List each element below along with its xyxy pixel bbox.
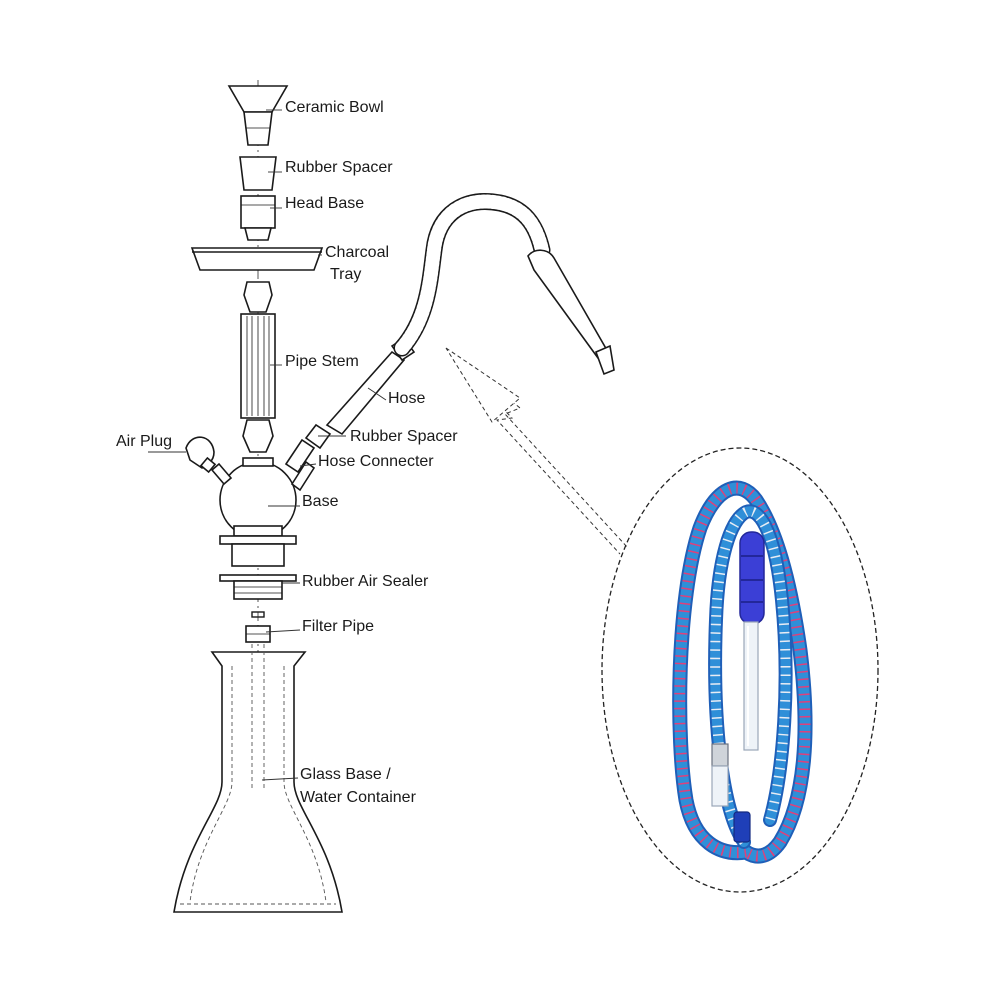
label-water-container: Water Container: [300, 789, 417, 806]
charcoal-tray-part: [190, 247, 324, 271]
label-tray: Tray: [330, 266, 361, 283]
callout-arrow: [445, 347, 629, 555]
filter-washer: [251, 611, 265, 618]
label-charcoal: Charcoal: [325, 244, 389, 261]
hose-port: [290, 460, 316, 492]
label-rubber-spacer-top: Rubber Spacer: [285, 159, 393, 176]
callout-ellipse: [601, 447, 879, 893]
hose-line-part: [325, 193, 615, 436]
label-hose: Hose: [388, 390, 425, 407]
air-plug-port: [210, 462, 233, 486]
label-rubber-spacer-side: Rubber Spacer: [350, 428, 458, 445]
head-base-part: [240, 195, 276, 241]
rubber-air-sealer-part: [219, 574, 297, 600]
label-base: Base: [302, 493, 339, 510]
label-air-plug: Air Plug: [116, 433, 172, 450]
label-hose-connecter: Hose Connecter: [318, 453, 434, 470]
pipe-stem-part: [240, 313, 276, 419]
label-ceramic-bowl: Ceramic Bowl: [285, 99, 384, 116]
base-part: [219, 457, 297, 567]
leader-lines: [148, 109, 387, 781]
label-rubber-air-sealer: Rubber Air Sealer: [302, 573, 429, 590]
label-glass-base: Glass Base /: [300, 766, 391, 783]
label-head-base: Head Base: [285, 195, 364, 212]
rubber-spacer-side-part: [304, 423, 332, 450]
filter-pipe-part: [245, 625, 271, 643]
hose-connecter-part: [284, 438, 316, 474]
rubber-spacer-top-part: [239, 156, 277, 191]
label-pipe-stem: Pipe Stem: [285, 353, 359, 370]
ceramic-bowl-part: [227, 85, 289, 146]
glass-base-part: [173, 644, 343, 913]
stem-lower-neck: [242, 419, 274, 453]
air-plug-part: [185, 436, 217, 474]
product-hose-photo: [672, 480, 813, 864]
stem-upper-neck: [243, 281, 273, 313]
label-filter-pipe: Filter Pipe: [302, 618, 374, 635]
